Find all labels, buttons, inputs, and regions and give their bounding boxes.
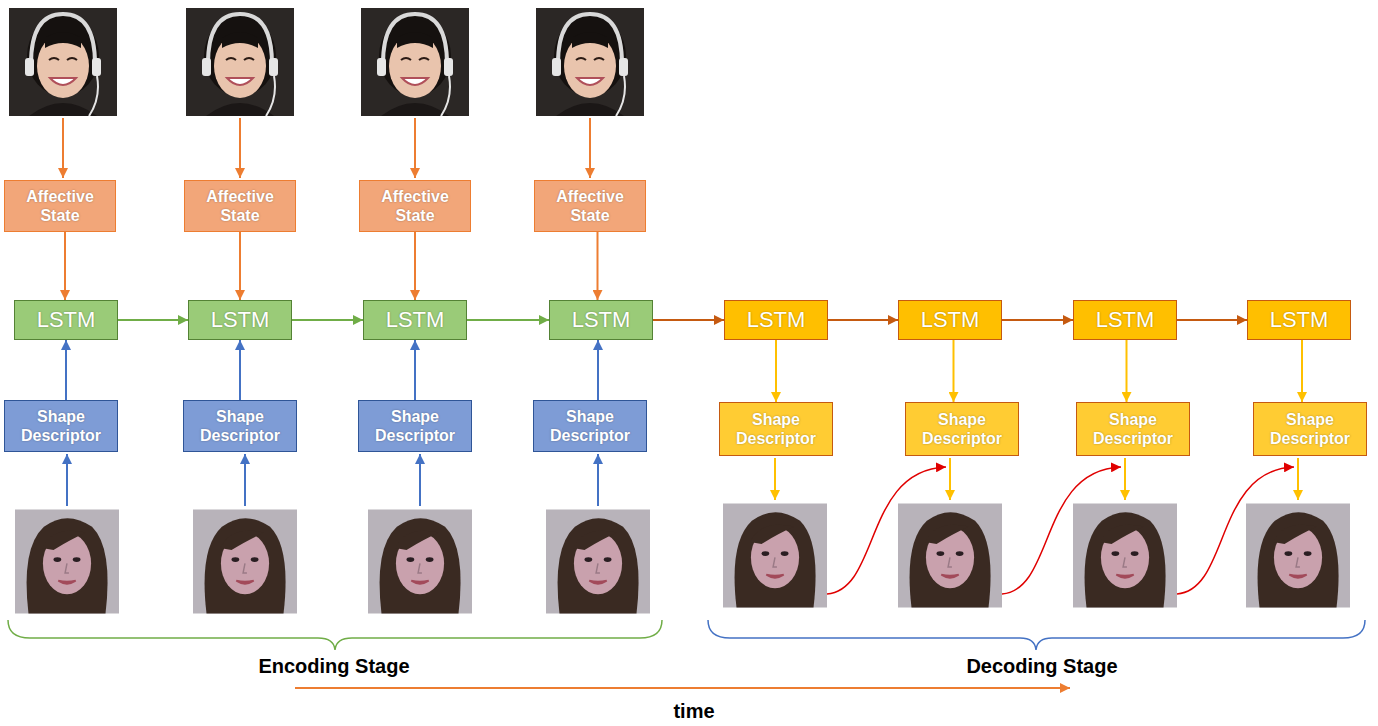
input-arrow [62, 118, 64, 178]
flow-arrow [414, 340, 416, 400]
flow-arrow [953, 340, 955, 402]
shape-descriptor-box: Shape Descriptor [1076, 402, 1190, 456]
lstm-decoder-box: LSTM [1073, 300, 1177, 340]
face-photo [361, 8, 469, 116]
stage-label: Decoding Stage [966, 654, 1117, 678]
node-label: LSTM [386, 307, 445, 333]
face-photo [898, 504, 1002, 608]
output-arrow [949, 458, 951, 500]
shape-descriptor-box: Shape Descriptor [1253, 402, 1367, 456]
node-label: LSTM [572, 307, 631, 333]
input-arrow [239, 118, 241, 178]
lstm-encoder-box: LSTM [363, 300, 467, 340]
node-label: LSTM [1096, 307, 1155, 333]
affective-state-box: Affective State [4, 180, 116, 232]
feedback-arrow [1177, 467, 1294, 594]
flow-arrow [239, 340, 241, 400]
input-arrow [244, 454, 246, 506]
node-label: Shape Descriptor [1083, 410, 1183, 448]
feedback-arrow [1002, 467, 1121, 594]
node-label: LSTM [747, 307, 806, 333]
feedback-arrow [827, 467, 946, 594]
input-arrow [589, 118, 591, 178]
shape-descriptor-box: Shape Descriptor [719, 402, 833, 456]
input-arrow [419, 454, 421, 506]
node-label: Shape Descriptor [190, 407, 290, 445]
face-photo [186, 8, 294, 116]
node-label: Shape Descriptor [540, 407, 640, 445]
lstm-decoder-box: LSTM [724, 300, 828, 340]
flow-arrow [239, 232, 241, 300]
stage-bracket [8, 620, 662, 650]
affective-state-box: Affective State [359, 180, 471, 232]
output-arrow [1124, 458, 1126, 500]
node-label: LSTM [211, 307, 270, 333]
flow-arrow [653, 319, 724, 321]
lstm-decoder-box: LSTM [898, 300, 1002, 340]
flow-arrow [1126, 340, 1128, 402]
stage-label: time [673, 699, 714, 723]
flow-arrow [1002, 319, 1073, 321]
stage-bracket [708, 620, 1365, 650]
shape-descriptor-box: Shape Descriptor [4, 400, 118, 452]
face-photo [1246, 504, 1350, 608]
node-label: Shape Descriptor [726, 410, 826, 448]
face-photo [536, 8, 644, 116]
node-label: Shape Descriptor [1260, 410, 1360, 448]
node-label: Affective State [191, 187, 289, 225]
face-photo [723, 504, 827, 608]
flow-arrow [1177, 319, 1247, 321]
node-label: Shape Descriptor [912, 410, 1012, 448]
shape-descriptor-box: Shape Descriptor [533, 400, 647, 452]
flow-arrow [775, 340, 777, 402]
shape-descriptor-box: Shape Descriptor [905, 402, 1019, 456]
flow-arrow [597, 232, 599, 300]
lstm-encoder-box: LSTM [549, 300, 653, 340]
node-label: LSTM [1270, 307, 1329, 333]
time-arrow [295, 687, 1070, 689]
flow-arrow [118, 319, 188, 321]
flow-arrow [414, 232, 416, 300]
flow-arrow [65, 340, 67, 400]
face-photo [368, 510, 472, 614]
node-label: Affective State [11, 187, 109, 225]
output-arrow [774, 458, 776, 500]
lstm-decoder-box: LSTM [1247, 300, 1351, 340]
flow-arrow [1301, 340, 1303, 402]
output-arrow [1297, 458, 1299, 500]
input-arrow [66, 454, 68, 506]
lstm-encoder-box: LSTM [188, 300, 292, 340]
input-arrow [414, 118, 416, 178]
flow-arrow [64, 232, 66, 300]
node-label: LSTM [921, 307, 980, 333]
node-label: Shape Descriptor [365, 407, 465, 445]
flow-arrow [828, 319, 898, 321]
affective-state-box: Affective State [534, 180, 646, 232]
shape-descriptor-box: Shape Descriptor [183, 400, 297, 452]
flow-arrow [292, 319, 363, 321]
node-label: Affective State [541, 187, 639, 225]
face-photo [15, 510, 119, 614]
node-label: Affective State [366, 187, 464, 225]
face-photo [9, 8, 117, 116]
node-label: LSTM [37, 307, 96, 333]
affective-state-box: Affective State [184, 180, 296, 232]
face-photo [546, 510, 650, 614]
flow-arrow [467, 319, 549, 321]
node-label: Shape Descriptor [11, 407, 111, 445]
face-photo [1073, 504, 1177, 608]
flow-arrow [597, 340, 599, 400]
stage-label: Encoding Stage [258, 654, 409, 678]
face-photo [193, 510, 297, 614]
lstm-encoder-box: LSTM [14, 300, 118, 340]
input-arrow [597, 454, 599, 506]
shape-descriptor-box: Shape Descriptor [358, 400, 472, 452]
